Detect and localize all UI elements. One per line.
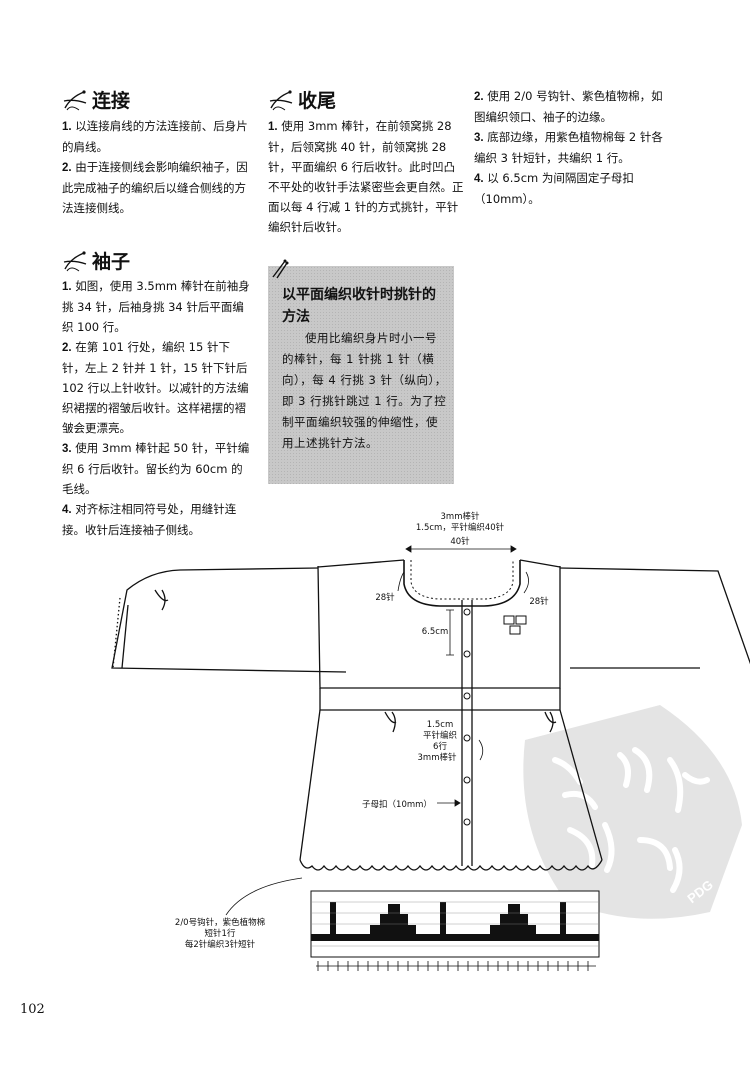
shouwei-steps-left: 1. 使用 3mm 棒针，在前领窝挑 28 针，后领窝挑 40 针，前领窝挑 2… — [268, 116, 464, 237]
step: 3. 底部边缘，用紫色植物棉每 2 针各编织 3 针短针，共编织 1 行。 — [474, 130, 663, 165]
shouwei-steps-right: 2. 使用 2/0 号钩针、紫色植物棉，如图编织领口、袖子的边缘。 3. 底部边… — [474, 86, 674, 209]
left-sleeve — [111, 567, 347, 673]
right-sleeve — [559, 567, 750, 665]
snap-button-label: 子母扣（10mm） — [362, 800, 432, 810]
page-number: 102 — [20, 1002, 45, 1017]
neckline — [403, 560, 521, 607]
neck-needle-label: 3mm棒针 — [440, 512, 480, 522]
crochet-hook-label: 2/0号钩针，紫色植物棉 — [174, 918, 266, 928]
tip-box: 以平面编织收针时挑针的方法 使用比编织身片时小一号的棒针，每 1 针挑 1 针（… — [268, 259, 454, 484]
placket-needle: 3mm棒针 — [417, 753, 457, 763]
step: 3. 使用 3mm 棒针起 50 针，平针编织 6 行后收针。留长约为 60cm… — [62, 441, 250, 496]
yoke — [317, 559, 561, 568]
step: 2. 由于连接侧线会影响编织袖子，因此完成袖子的编织后以缝合侧线的方法连接侧线。 — [62, 160, 248, 215]
crochet-chart — [310, 890, 600, 971]
tip-body: 使用比编织身片时小一号的棒针，每 1 针挑 1 针（横向），每 4 行挑 3 针… — [282, 331, 447, 450]
step: 2. 在第 101 行处，编织 15 针下针，左上 2 针并 1 针，15 针下… — [62, 340, 249, 435]
xiuzi-steps: 1. 如图，使用 3.5mm 棒针在前袖身挑 34 针，后袖身挑 34 针后平面… — [62, 276, 252, 540]
section-title: 连接 — [92, 90, 131, 112]
section-title: 收尾 — [298, 90, 337, 112]
left-front-stitches: 28针 — [375, 593, 395, 603]
step: 1. 使用 3mm 棒针，在前领窝挑 28 针，后领窝挑 40 针，前领窝挑 2… — [268, 119, 464, 234]
watermark-seal — [523, 705, 742, 919]
needles-yarn-icon — [269, 89, 293, 110]
crochet-method-label: 每2针编织3针短针 — [184, 940, 256, 950]
neck-stitch-label: 1.5cm，平针编织40针 — [415, 523, 505, 533]
step: 1. 以连接肩线的方法连接前、后身片的肩线。 — [62, 119, 248, 154]
placket-pattern: 平针编织 — [422, 731, 457, 741]
step: 4. 以 6.5cm 为间隔固定子母扣（10mm）。 — [474, 171, 634, 206]
section-title: 袖子 — [92, 251, 131, 273]
placket-rows: 6行 — [433, 742, 447, 752]
placket — [461, 600, 473, 866]
placket-width: 1.5cm — [426, 720, 454, 730]
lianjie-steps: 1. 以连接肩线的方法连接前、后身片的肩线。 2. 由于连接侧线会影响编织袖子，… — [62, 116, 252, 218]
heading-lianjie: 连接 — [62, 86, 130, 113]
heading-shouwei: 收尾 — [268, 86, 336, 113]
skirt — [299, 709, 603, 861]
garment-diagram — [111, 545, 750, 916]
skirt-hem — [299, 859, 603, 871]
flower-applique — [503, 615, 527, 635]
neck-width-label: 40针 — [450, 537, 470, 547]
needles-yarn-icon — [63, 250, 87, 271]
needles-icon — [272, 259, 289, 279]
bodice — [317, 565, 561, 689]
crochet-row-label: 短针1行 — [204, 929, 236, 939]
right-front-stitches: 28针 — [529, 597, 549, 607]
heading-xiuzi: 袖子 — [62, 247, 130, 274]
button-spacing: 6.5cm — [421, 627, 449, 637]
step: 2. 使用 2/0 号钩针、紫色植物棉，如图编织领口、袖子的边缘。 — [474, 89, 663, 124]
tip-title: 以平面编织收针时挑针的方法 — [282, 287, 436, 325]
waistband — [319, 688, 561, 711]
needles-yarn-icon — [63, 89, 87, 110]
step: 4. 对齐标注相同符号处，用缝针连接。收针后连接袖子侧线。 — [62, 502, 237, 537]
step: 1. 如图，使用 3.5mm 棒针在前袖身挑 34 针，后袖身挑 34 针后平面… — [62, 279, 250, 334]
